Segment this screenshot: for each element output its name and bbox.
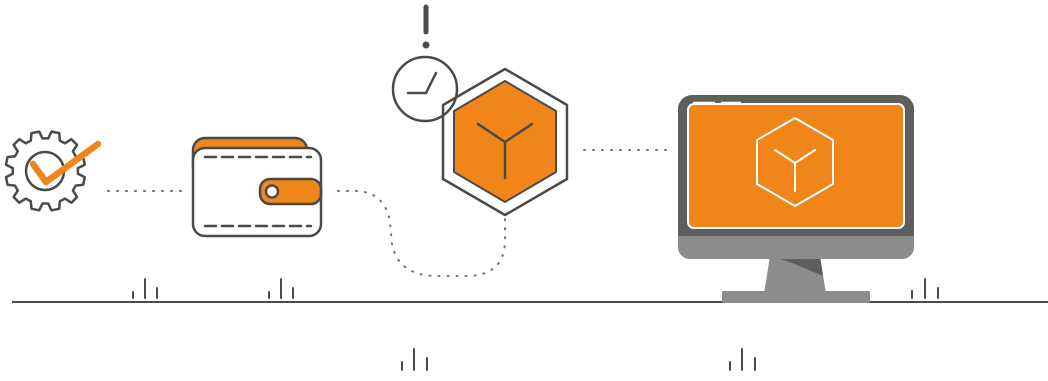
clock-alert-icon	[391, 4, 459, 123]
connector-dots	[107, 149, 669, 277]
gear-check-icon	[4, 130, 102, 212]
grass-tuft-icon	[729, 348, 756, 371]
grass-tuft-icon	[268, 278, 294, 299]
hexagon-cube-icon	[441, 67, 569, 217]
wallet-icon	[191, 136, 323, 238]
monitor-cube-icon	[678, 95, 914, 303]
grass-tuft-icon	[911, 278, 939, 299]
grass-tuft-icon	[401, 348, 428, 371]
grass-tuft-icon	[132, 278, 158, 299]
